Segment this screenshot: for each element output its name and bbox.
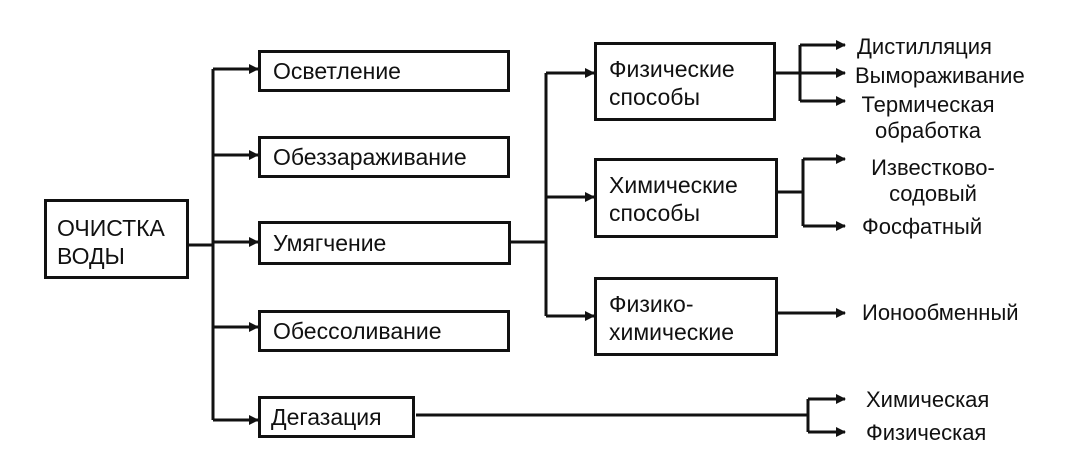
- desalination-label: Обессоливание: [273, 318, 442, 344]
- root-label-line2: ВОДЫ: [57, 243, 125, 269]
- physical-methods-line1: Физические: [609, 56, 735, 82]
- chemical-methods-line2: способы: [609, 200, 701, 226]
- thermal-treatment-line2: обработка: [874, 118, 982, 143]
- distillation-label: Дистилляция: [857, 34, 992, 59]
- chemical-methods-box: Химические способы: [594, 158, 778, 238]
- lime-soda-line1: Известково-: [871, 155, 995, 180]
- physical-methods-line2: способы: [609, 84, 701, 110]
- clarification-box: Осветление: [258, 50, 510, 92]
- physchem-methods-line2: химические: [609, 319, 734, 345]
- degassing-physical-label: Физическая: [866, 420, 987, 445]
- degassing-box: Дегазация: [258, 396, 415, 438]
- chemical-methods-line1: Химические: [609, 172, 738, 198]
- clarification-label: Осветление: [273, 58, 401, 84]
- thermal-treatment-line1: Термическая: [861, 92, 995, 117]
- freezing-label: Вымораживание: [855, 63, 1025, 88]
- root-label-line1: ОЧИСТКА: [57, 215, 165, 241]
- physchem-methods-box: Физико- химические: [594, 277, 778, 356]
- desalination-box: Обессоливание: [258, 310, 510, 352]
- lime-soda-label: Известково- содовый: [855, 155, 1011, 207]
- disinfection-box: Обеззараживание: [258, 136, 510, 178]
- root-box: ОЧИСТКА ВОДЫ: [44, 199, 189, 279]
- softening-box: Умягчение: [258, 221, 511, 265]
- phosphate-label: Фосфатный: [862, 214, 983, 239]
- degassing-label: Дегазация: [271, 404, 382, 430]
- ion-exchange-label: Ионообменный: [862, 300, 1019, 325]
- thermal-treatment-label: Термическая обработка: [854, 92, 1002, 144]
- physchem-methods-line1: Физико-: [609, 291, 694, 317]
- softening-label: Умягчение: [273, 230, 387, 256]
- lime-soda-line2: содовый: [889, 181, 977, 206]
- physical-methods-box: Физические способы: [594, 42, 776, 121]
- disinfection-label: Обеззараживание: [273, 144, 467, 170]
- degassing-chemical-label: Химическая: [866, 387, 990, 412]
